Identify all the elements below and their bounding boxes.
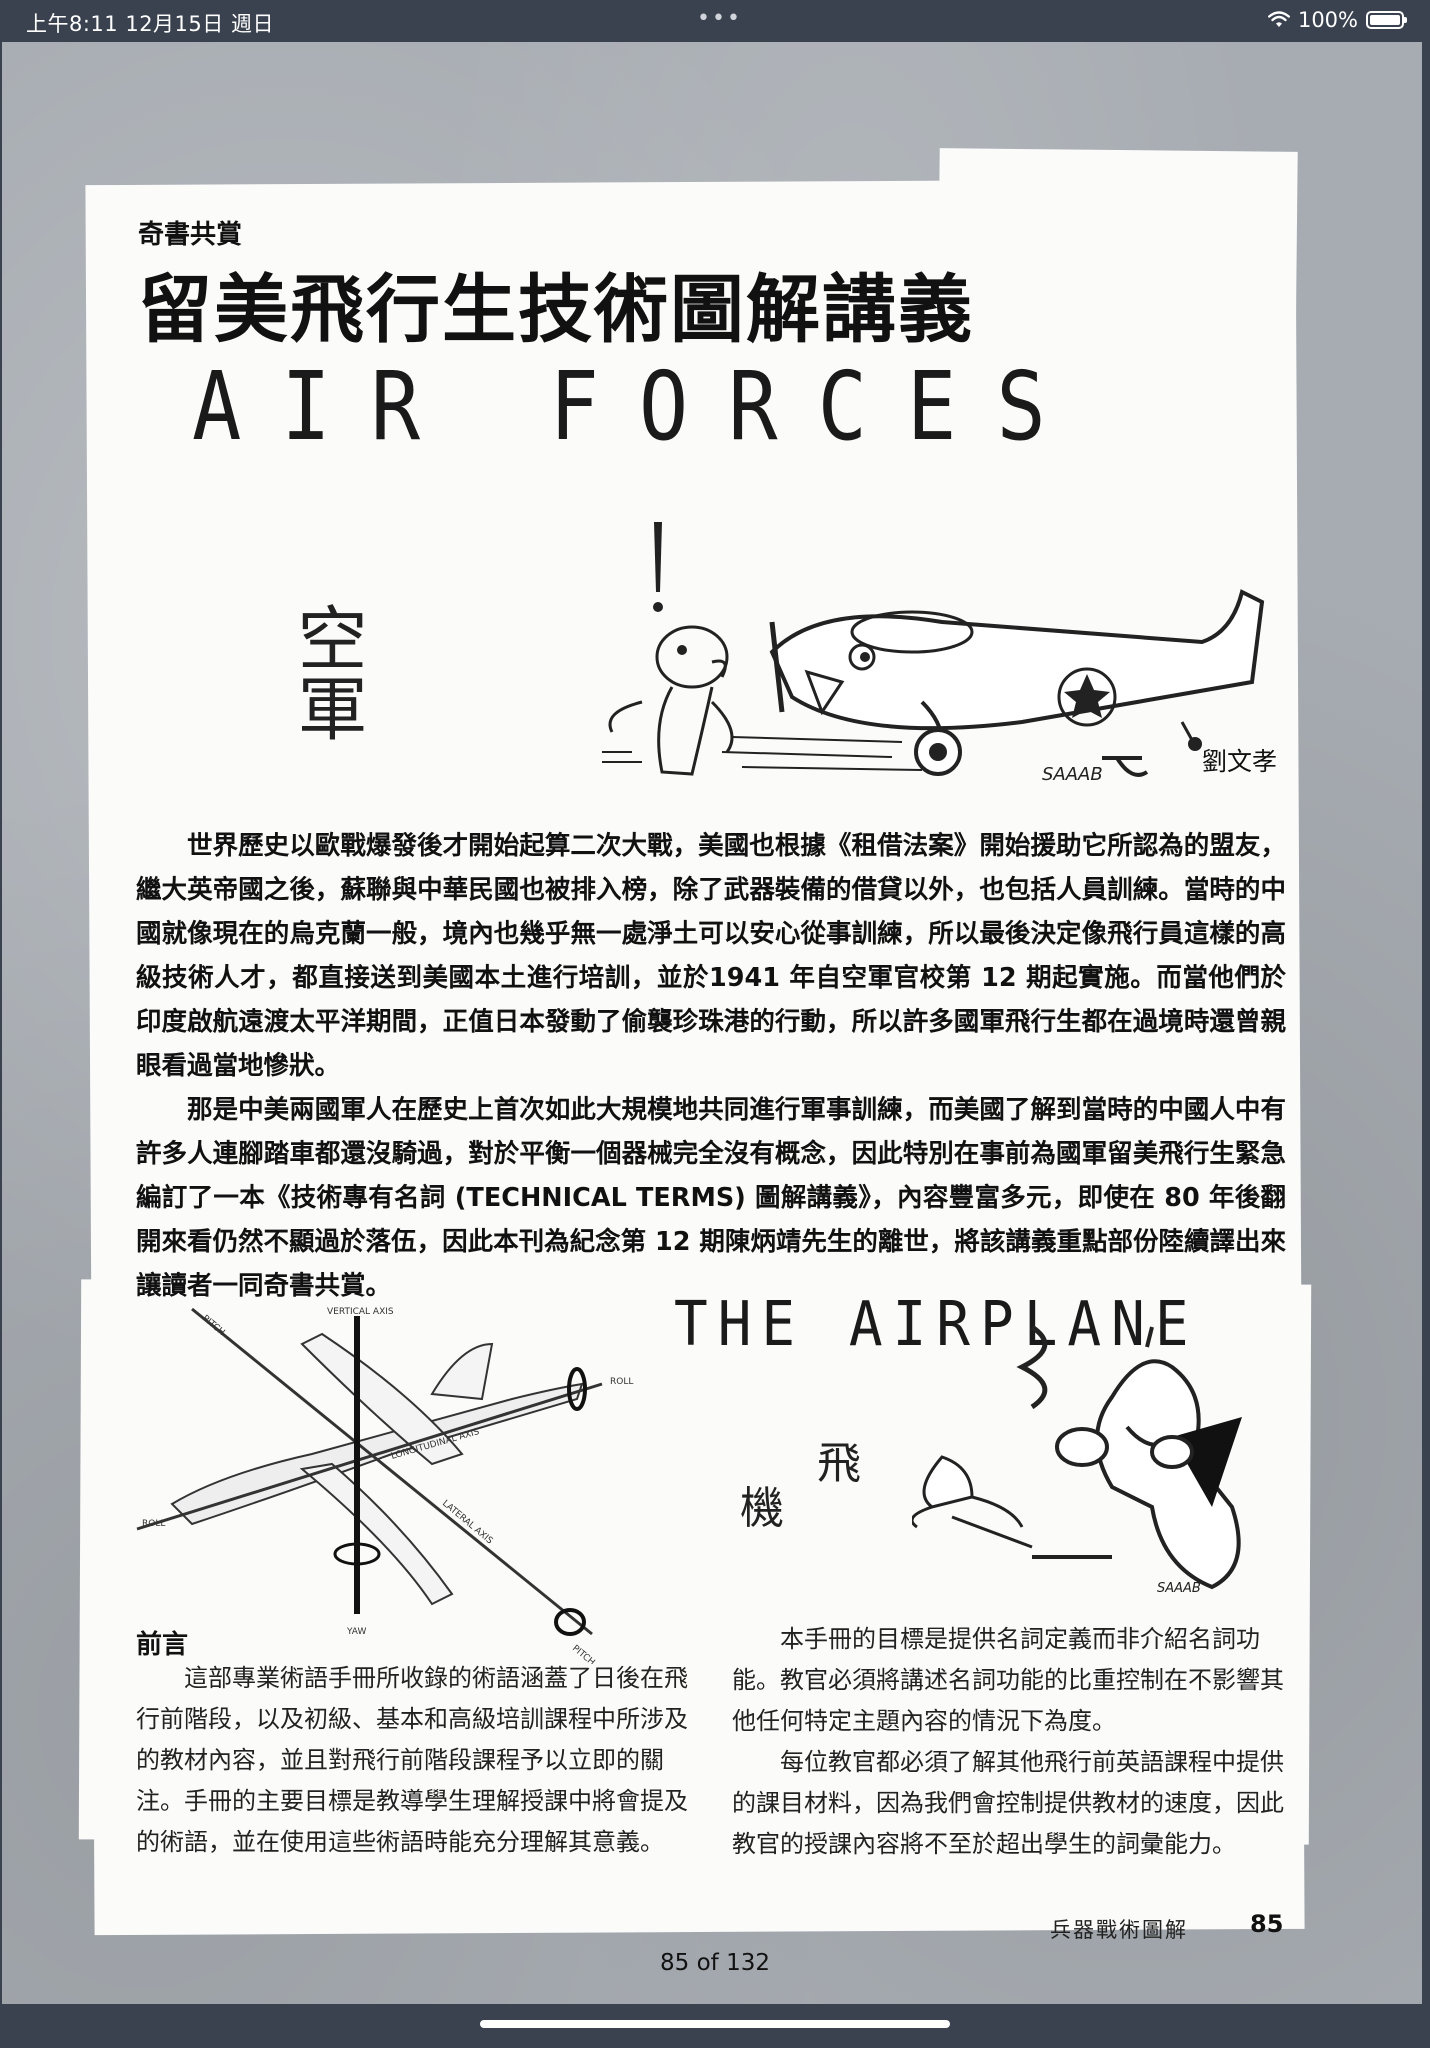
multitasking-dots-icon[interactable]: ••• bbox=[697, 6, 742, 31]
airplane-chinese-char: 機 bbox=[740, 1483, 784, 1534]
preface-paragraph: 這部專業術語手冊所收錄的術語涵蓋了日後在飛行前階段，以及初級、基本和高級培訓課程… bbox=[136, 1664, 688, 1856]
diagram-label: YAW bbox=[346, 1627, 366, 1637]
page-indicator: 85 of 132 bbox=[660, 1950, 770, 1976]
preface-heading: 前言 bbox=[136, 1630, 189, 1660]
diagram-label: PITCH bbox=[200, 1314, 226, 1338]
cartoon-airplane-illustration: 空軍 bbox=[302, 522, 1265, 782]
status-time-date: 上午8:11 12月15日 週日 bbox=[26, 12, 274, 36]
battery-icon bbox=[1366, 11, 1407, 29]
airplane-chinese-char: 飛 bbox=[817, 1438, 861, 1489]
status-right-group: 100% bbox=[1267, 8, 1407, 32]
section-label: 奇書共賞 bbox=[138, 220, 243, 250]
wifi-icon bbox=[1267, 11, 1290, 27]
article-paragraph: 世界歷史以歐戰爆發後才開始起算二次大戰，美國也根據《租借法案》開始援助它所認為的… bbox=[136, 831, 1286, 1081]
preface-right-column: 本手冊的目標是提供名詞定義而非介紹名詞功能。教官必須將講述名詞功能的比重控制在不… bbox=[732, 1619, 1292, 1865]
author-name: 劉文孝 bbox=[1202, 747, 1278, 776]
page-title: 留美飛行生技術圖解講義 bbox=[138, 267, 974, 353]
cartoon-plane-character: SAAAB bbox=[912, 1324, 1242, 1596]
article-body: 世界歷史以歐戰爆發後才開始起算二次大戰，美國也根據《租借法案》開始援助它所認為的… bbox=[136, 824, 1286, 1308]
preface-paragraph: 本手冊的目標是提供名詞定義而非介紹名詞功能。教官必須將講述名詞功能的比重控制在不… bbox=[732, 1625, 1284, 1735]
diagram-label: LATERAL AXIS bbox=[440, 1499, 495, 1547]
airplane-axes-diagram: VERTICAL AXIS PITCH ROLL LONGITUDINAL AX… bbox=[136, 1307, 633, 1664]
preface-left-column: 這部專業術語手冊所收錄的術語涵蓋了日後在飛行前階段，以及初級、基本和高級培訓課程… bbox=[136, 1658, 696, 1863]
artist-signature-2: SAAAB bbox=[1157, 1581, 1201, 1596]
footer-page-number: 85 bbox=[1250, 1910, 1284, 1938]
battery-percent: 100% bbox=[1297, 8, 1358, 32]
status-bar: 上午8:11 12月15日 週日 ••• 100% bbox=[0, 0, 1430, 40]
artist-signature: SAAAB bbox=[1042, 764, 1103, 782]
illustration-caption: 空軍 bbox=[302, 602, 368, 742]
document-viewer[interactable]: 奇書共賞 留美飛行生技術圖解講義 AIR FORCES 空軍 bbox=[0, 42, 1430, 2004]
diagram-label: VERTICAL AXIS bbox=[327, 1307, 394, 1317]
airplane-heading: THE AIRPLANE bbox=[674, 1288, 1199, 1361]
diagram-label: ROLL bbox=[142, 1519, 165, 1529]
diagram-label: ROLL bbox=[610, 1377, 633, 1387]
preface-paragraph: 每位教官都必須了解其他飛行前英語課程中提供的課目材料，因為我們會控制提供教材的速… bbox=[732, 1748, 1284, 1858]
air-forces-heading: AIR FORCES bbox=[192, 352, 1086, 463]
home-indicator[interactable] bbox=[480, 2020, 950, 2028]
footer-publication: 兵器戰術圖解 bbox=[1050, 1918, 1188, 1942]
article-paragraph: 那是中美兩國軍人在歷史上首次如此大規模地共同進行軍事訓練，而美國了解到當時的中國… bbox=[136, 1095, 1286, 1301]
magazine-page[interactable]: 奇書共賞 留美飛行生技術圖解講義 AIR FORCES 空軍 bbox=[2, 42, 1422, 2004]
